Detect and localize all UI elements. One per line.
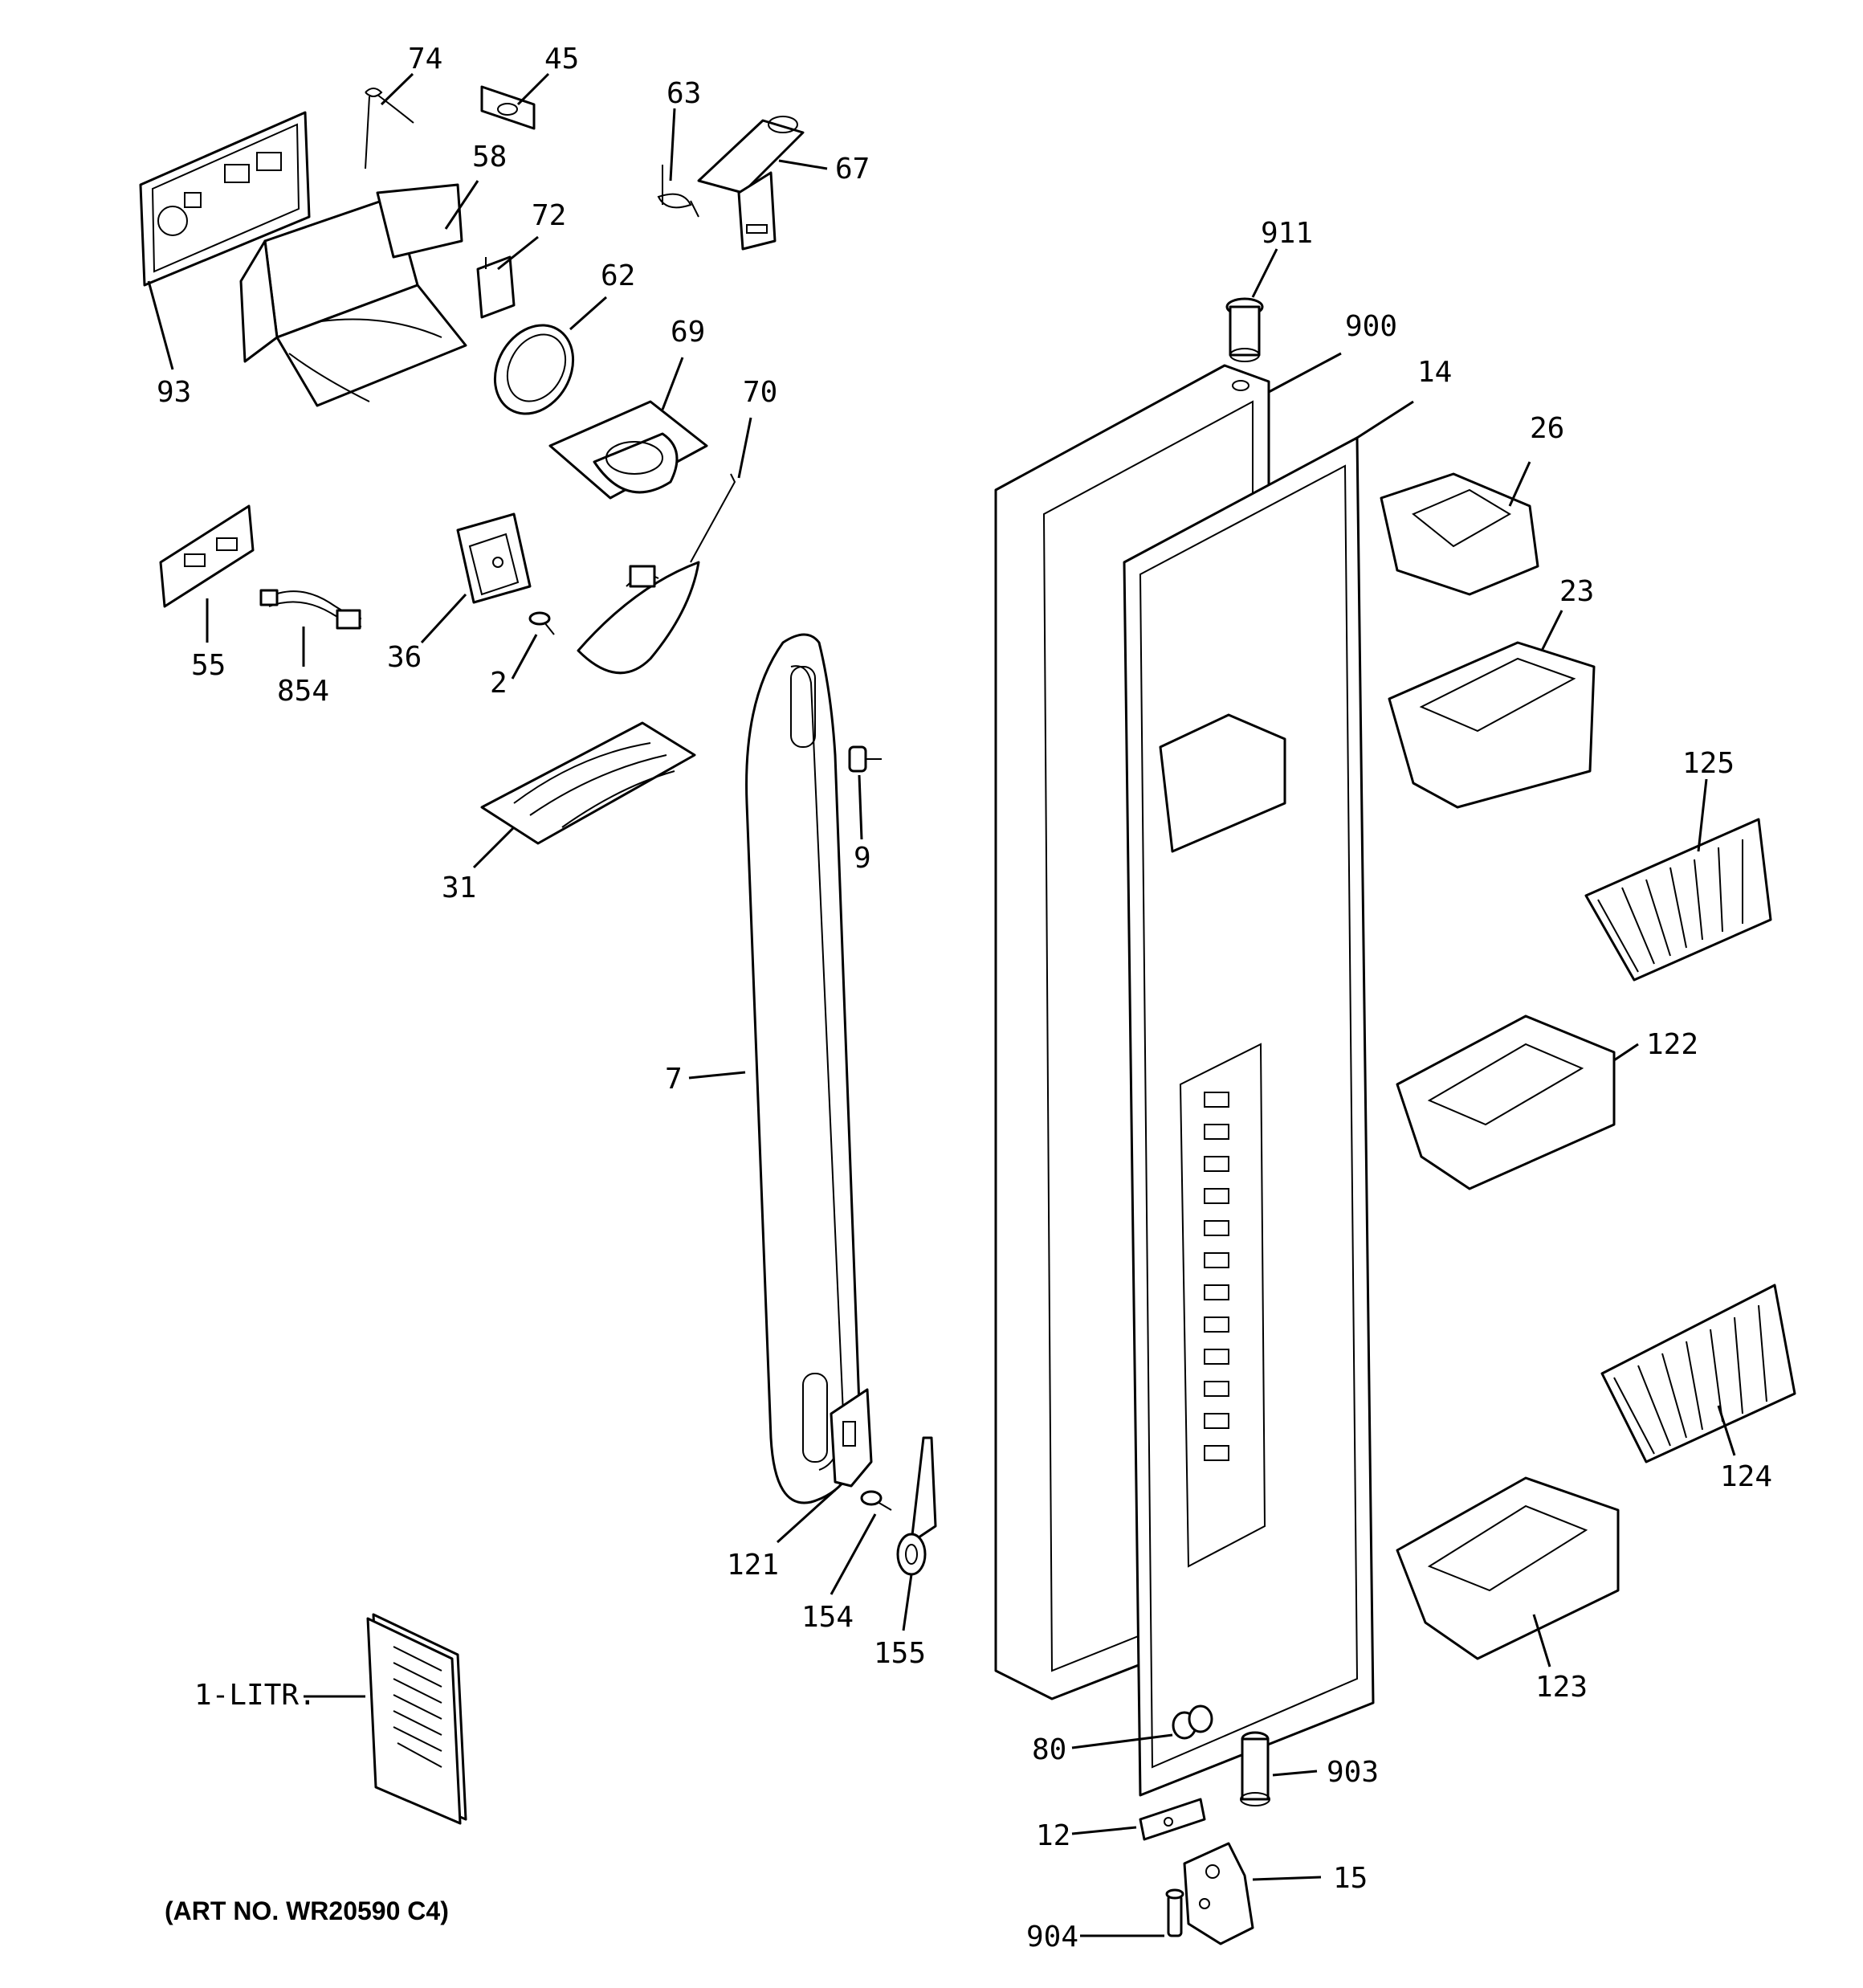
callout-1-litr: 1-LITR. xyxy=(194,1679,316,1712)
part-124-wire-shelf xyxy=(1600,1284,1796,1463)
callout-900: 900 xyxy=(1345,310,1397,343)
callout-125: 125 xyxy=(1682,747,1735,780)
part-31-drip-tray xyxy=(480,721,696,845)
part-26-bin xyxy=(1380,472,1539,596)
part-854-harness xyxy=(259,589,362,630)
callout-74: 74 xyxy=(408,43,442,76)
callout-854: 854 xyxy=(277,675,329,708)
callout-67: 67 xyxy=(835,153,870,186)
callout-23: 23 xyxy=(1559,575,1594,608)
part-2-screw xyxy=(528,611,555,635)
callout-26: 26 xyxy=(1530,412,1564,445)
part-93-control-board xyxy=(139,111,311,287)
part-74-spring xyxy=(365,88,414,169)
part-121-bracket xyxy=(830,1388,873,1488)
callout-122: 122 xyxy=(1646,1028,1698,1061)
callout-911: 911 xyxy=(1261,217,1313,250)
part-55-module xyxy=(159,504,255,608)
part-904-screw xyxy=(1165,1888,1184,1937)
callout-70: 70 xyxy=(743,376,777,409)
callout-2: 2 xyxy=(490,667,508,700)
callout-123: 123 xyxy=(1535,1671,1588,1704)
leader-lines xyxy=(147,72,1736,1937)
part-62-ring xyxy=(493,324,575,415)
callout-72: 72 xyxy=(532,199,566,232)
callout-9: 9 xyxy=(854,842,871,875)
part-23-bin xyxy=(1388,641,1596,809)
part-15-hinge xyxy=(1183,1842,1254,1945)
callout-904: 904 xyxy=(1026,1921,1078,1953)
part-14-gasket xyxy=(1123,436,1375,1797)
art-number: (ART NO. WR20590 C4) xyxy=(165,1896,449,1925)
callout-69: 69 xyxy=(671,316,705,349)
part-125-wire-shelf xyxy=(1584,818,1772,982)
part-155-tool xyxy=(896,1436,937,1576)
part-123-bin xyxy=(1396,1476,1620,1660)
part-80-bushing xyxy=(1172,1704,1213,1740)
callout-58: 58 xyxy=(472,141,507,173)
part-58-housing xyxy=(239,183,467,407)
callout-12: 12 xyxy=(1036,1819,1070,1852)
callout-45: 45 xyxy=(544,43,579,76)
callout-15: 15 xyxy=(1333,1862,1368,1895)
callout-903: 903 xyxy=(1327,1756,1379,1789)
callout-31: 31 xyxy=(442,872,476,904)
callout-7: 7 xyxy=(665,1063,683,1096)
callout-80: 80 xyxy=(1032,1733,1066,1766)
callout-93: 93 xyxy=(157,376,191,409)
part-69-chute xyxy=(548,400,708,500)
part-70-flap xyxy=(577,473,736,675)
callout-121: 121 xyxy=(727,1549,779,1582)
door-shelf-slots xyxy=(1204,1092,1229,1461)
part-911-bushing xyxy=(1225,297,1264,362)
part-72-switch xyxy=(476,255,516,319)
callout-labels: 74 45 63 67 58 72 62 911 93 69 900 14 70… xyxy=(157,43,1772,1953)
callout-62: 62 xyxy=(601,259,635,292)
part-12-shim xyxy=(1139,1798,1206,1841)
part-154-screw xyxy=(860,1490,892,1511)
part-literature-booklet xyxy=(366,1613,467,1825)
callout-154: 154 xyxy=(801,1601,854,1634)
callout-55: 55 xyxy=(191,649,226,682)
callout-124: 124 xyxy=(1720,1460,1772,1493)
part-36-bracket xyxy=(456,512,532,604)
callout-14: 14 xyxy=(1417,356,1452,389)
part-903-pin xyxy=(1240,1731,1270,1806)
callout-155: 155 xyxy=(874,1637,926,1670)
part-122-bin xyxy=(1396,1014,1616,1190)
part-67-actuator xyxy=(697,116,805,251)
part-45-bracket xyxy=(480,85,536,130)
part-9-screw xyxy=(848,745,882,773)
part-7-handle xyxy=(745,633,862,1504)
callout-63: 63 xyxy=(667,77,701,110)
callout-36: 36 xyxy=(387,641,422,674)
part-63-spring xyxy=(657,165,699,218)
